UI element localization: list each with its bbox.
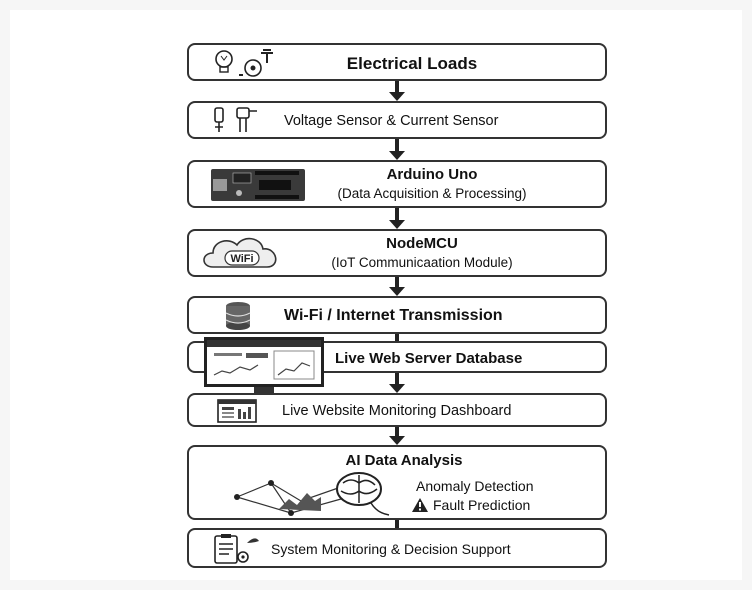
light-bulb-icon bbox=[215, 49, 273, 77]
arduino-board-icon bbox=[211, 169, 305, 201]
step-arduino: Arduino Uno (Data Acquisition & Processi… bbox=[187, 160, 607, 208]
step-sensors: Voltage Sensor & Current Sensor bbox=[187, 101, 607, 139]
flow-arrow bbox=[389, 277, 405, 296]
fault-prediction-label: Fault Prediction bbox=[433, 497, 531, 513]
wifi-cloud-icon: WiFi bbox=[203, 237, 277, 268]
flow-arrow bbox=[389, 427, 405, 445]
step-transmission: Wi-Fi / Internet Transmission bbox=[187, 296, 607, 334]
step-subtitle: (IoT Communicaation Module) bbox=[331, 255, 513, 270]
flow-arrow bbox=[389, 208, 405, 229]
flowchart: Electrical Loads Voltage Sensor & Curren… bbox=[10, 10, 742, 580]
dashboard-icon bbox=[217, 399, 257, 423]
step-electrical-loads: Electrical Loads bbox=[187, 43, 607, 81]
step-title: Arduino Uno bbox=[386, 166, 478, 183]
warning-icon bbox=[412, 498, 428, 512]
step-ai-analysis: AI Data Analysis Anomaly Detection Fault… bbox=[187, 445, 607, 520]
step-title: System Monitoring & Decision Support bbox=[271, 541, 511, 557]
flow-arrow bbox=[389, 81, 405, 101]
step-title: AI Data Analysis bbox=[345, 452, 463, 469]
step-nodemcu: WiFi NodeMCU (IoT Communicaation Module) bbox=[187, 229, 607, 277]
clipboard-gear-icon bbox=[214, 534, 259, 564]
step-title: Live Web Server Database bbox=[335, 350, 523, 367]
sensor-probe-icon bbox=[214, 107, 257, 132]
flow-arrow bbox=[389, 373, 405, 393]
flow-arrow bbox=[389, 139, 405, 160]
step-title: Wi-Fi / Internet Transmission bbox=[284, 307, 503, 324]
step-decision-support: System Monitoring & Decision Support bbox=[187, 528, 607, 568]
step-title: Voltage Sensor & Current Sensor bbox=[284, 113, 499, 129]
wifi-logo-text: WiFi bbox=[230, 253, 253, 265]
step-title: NodeMCU bbox=[386, 235, 458, 252]
monitor-icon bbox=[204, 337, 324, 397]
anomaly-detection-label: Anomaly Detection bbox=[416, 478, 534, 494]
step-subtitle: (Data Acquisition & Processing) bbox=[337, 186, 527, 201]
step-dashboard: Live Website Monitoring Dashboard bbox=[187, 393, 607, 427]
step-title: Electrical Loads bbox=[346, 54, 478, 73]
database-icon bbox=[225, 302, 251, 330]
step-title: Live Website Monitoring Dashboard bbox=[282, 403, 512, 419]
brain-network-icon bbox=[234, 472, 390, 516]
